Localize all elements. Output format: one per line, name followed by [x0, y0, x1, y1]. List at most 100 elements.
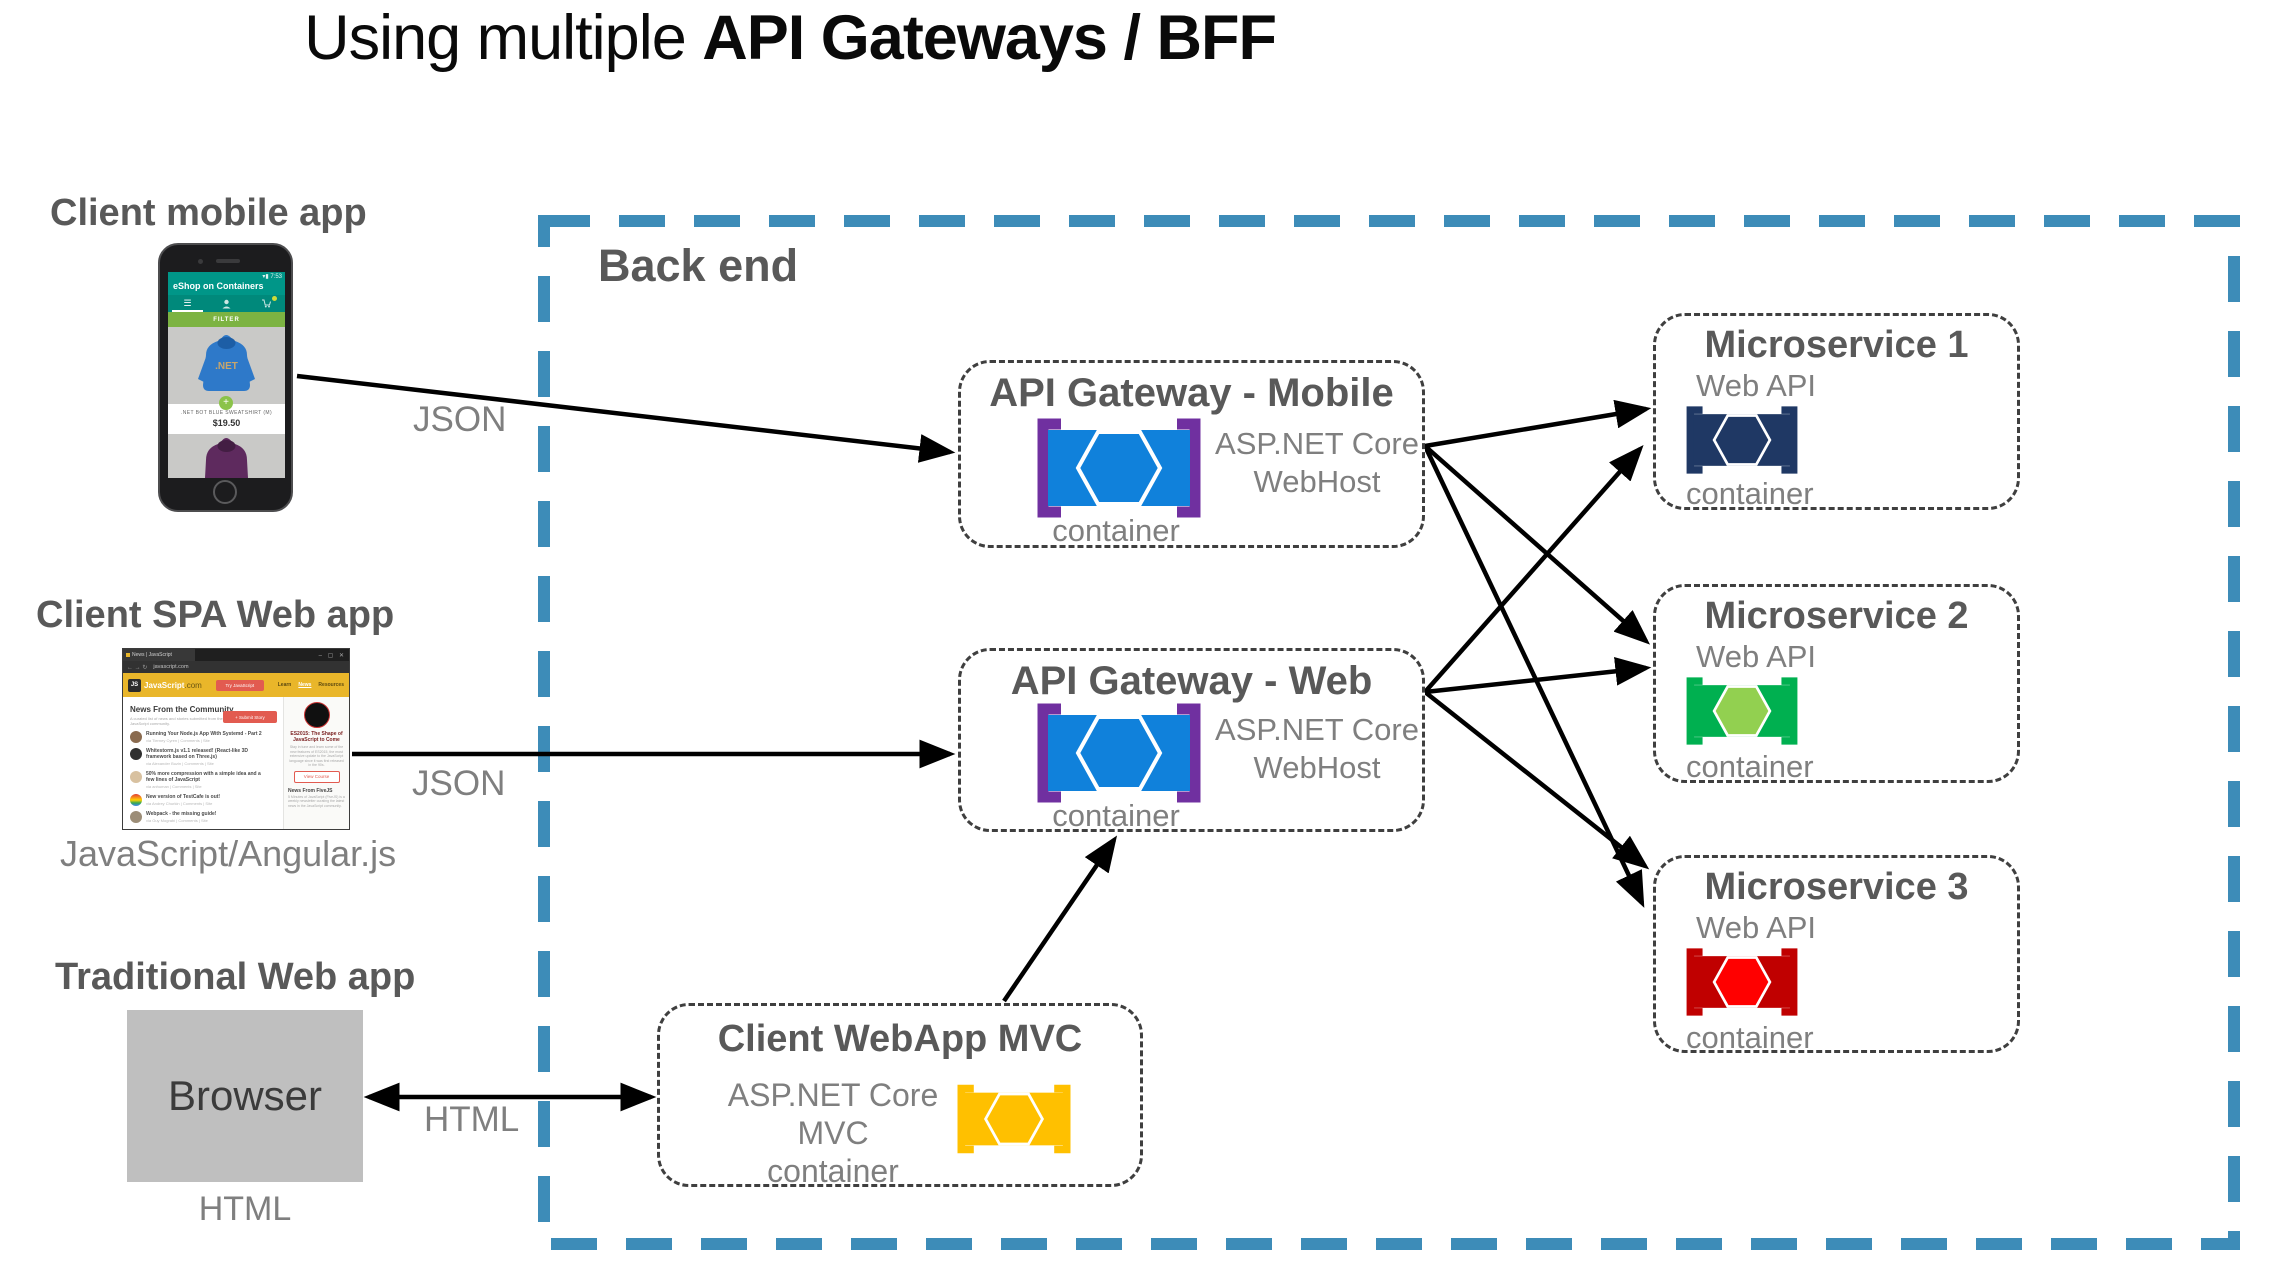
- story-item[interactable]: Whitestorm.js v1.1 released! (React-like…: [130, 748, 278, 766]
- cart-icon: [261, 299, 271, 308]
- filter-button[interactable]: FILTER: [168, 312, 285, 327]
- story-item[interactable]: Webpack - the missing guide! via Guy Mog…: [130, 811, 278, 823]
- cart-tab[interactable]: [246, 295, 285, 312]
- story-title: 50% more compression with a simple idea …: [146, 771, 261, 783]
- view-course-button[interactable]: View Course: [293, 770, 340, 783]
- gateway-web-title: API Gateway - Web: [1010, 659, 1373, 703]
- web-api-label: Web API: [1696, 639, 1817, 674]
- microservice-3-box: Microservice 3 Web API container: [1653, 855, 2020, 1055]
- site-name: JavaScript.com: [144, 680, 202, 690]
- backend-boundary: [538, 215, 2240, 1250]
- nav-link-learn[interactable]: Learn: [277, 682, 292, 688]
- story-title: New version of TestCafe is out!: [146, 794, 221, 800]
- api-gateway-mobile-box: API Gateway - Mobile container ASP.NET C…: [958, 360, 1425, 548]
- arrow-mobile-to-gateway-mobile: [296, 373, 956, 463]
- course-logo: [303, 702, 330, 728]
- add-to-cart-button[interactable]: +: [219, 396, 233, 410]
- story-title: Webpack - the missing guide!: [146, 811, 217, 817]
- menu-tab[interactable]: ☰: [168, 295, 207, 312]
- container-icon: [1686, 677, 1798, 745]
- mvc-title: Client WebApp MVC: [717, 1018, 1083, 1060]
- microservice-2-box: Microservice 2 Web API container: [1653, 584, 2020, 784]
- submit-story-button[interactable]: + Submit Story: [223, 711, 277, 723]
- microservice-1-box: Microservice 1 Web API container: [1653, 313, 2020, 511]
- blue-hoodie-image: .NET: [198, 335, 255, 391]
- nav-link-resources[interactable]: Resources: [318, 682, 344, 688]
- story-title: Running Your Node.js App With Systemd - …: [146, 731, 262, 737]
- microservice-3-title: Microservice 3: [1704, 866, 1969, 908]
- arrow-gwweb-to-ms3: [1423, 690, 1650, 870]
- avatar: [130, 811, 142, 823]
- course-title: ES2015: The Shape of JavaScript to Come: [290, 731, 343, 743]
- browser-address-bar: ← → ↻ javascript.com: [123, 661, 349, 673]
- arrow-gwweb-to-ms1: [1423, 444, 1644, 694]
- url-text[interactable]: javascript.com: [153, 664, 189, 670]
- client-spa-label: Client SPA Web app: [36, 594, 395, 636]
- course-text: Stay in tune and learn some of the new f…: [289, 745, 344, 767]
- mobile-phone: ▾▮ 7:53 eShop on Containers ☰ FILTER: [158, 243, 293, 512]
- phone-app-title: eShop on Containers: [173, 281, 264, 291]
- story-meta: via Tierney Cyren | Comments | Site: [146, 738, 210, 743]
- js-logo: JS: [128, 678, 141, 692]
- profile-tab[interactable]: [207, 295, 246, 312]
- phone-app-header: ▾▮ 7:53 eShop on Containers: [168, 272, 285, 295]
- news-column: News From the Community A curated list o…: [123, 697, 283, 829]
- microservice-2-title: Microservice 2: [1704, 595, 1969, 637]
- microservice-1-title: Microservice 1: [1704, 324, 1969, 366]
- client-mobile-label: Client mobile app: [50, 192, 367, 234]
- phone-camera-icon: [198, 259, 203, 264]
- story-item[interactable]: Running Your Node.js App With Systemd - …: [130, 731, 278, 743]
- json-label-spa: JSON: [412, 764, 506, 803]
- arrow-gwmobile-to-ms3: [1422, 445, 1645, 908]
- story-meta: via Alexander Buzin | Comments | Site: [146, 761, 214, 766]
- tab-title: News | JavaScript: [132, 652, 172, 658]
- nav-arrows-icon[interactable]: ← → ↻: [127, 664, 148, 671]
- phone-speaker-icon: [216, 259, 240, 263]
- container-label: container: [1052, 513, 1180, 548]
- spa-browser-window: News | JavaScript – ▢ ✕ ← → ↻ javascript…: [122, 648, 350, 830]
- story-item[interactable]: 50% more compression with a simple idea …: [130, 771, 278, 789]
- container-icon: [1686, 406, 1798, 474]
- html-under-browser-label: HTML: [198, 1190, 292, 1228]
- browser-box-label: Browser: [167, 1072, 323, 1119]
- json-label-mobile: JSON: [413, 400, 507, 439]
- hamburger-icon: ☰: [183, 298, 192, 308]
- container-icon: [957, 1084, 1071, 1154]
- html-arrow-label: HTML: [424, 1100, 520, 1139]
- active-tab-indicator: [172, 310, 203, 312]
- container-label: container: [1052, 798, 1180, 833]
- arrow-gwmobile-to-ms2: [1423, 444, 1651, 645]
- avatar: [130, 748, 142, 760]
- site-body: News From the Community A curated list o…: [123, 697, 349, 829]
- story-item[interactable]: New version of TestCafe is out! via Andr…: [130, 794, 278, 806]
- container-label: container: [1686, 1020, 1814, 1055]
- nav-link-news[interactable]: News: [298, 682, 312, 688]
- site-header: JS JavaScript.com Try JavaScript Learn N…: [123, 673, 349, 697]
- phone-home-button[interactable]: [213, 480, 237, 504]
- story-title: Whitestorm.js v1.1 released! (React-like…: [146, 748, 248, 760]
- traditional-label: Traditional Web app: [55, 956, 416, 998]
- favicon: [126, 653, 130, 657]
- fivejs-heading: News From FiveJS: [288, 787, 333, 794]
- svg-text:.NET: .NET: [215, 361, 238, 372]
- api-gateway-web-box: API Gateway - Web container ASP.NET Core…: [958, 648, 1425, 833]
- try-javascript-button[interactable]: Try JavaScript: [215, 679, 264, 691]
- arrow-gwmobile-to-ms1: [1424, 399, 1652, 449]
- container-icon: [1037, 418, 1201, 518]
- browser-tab[interactable]: News | JavaScript: [123, 649, 195, 661]
- page-title: Using multiple API Gateways / BFF: [304, 3, 1277, 73]
- cart-badge: [272, 296, 277, 301]
- product-photo: .NET: [168, 327, 285, 404]
- backend-label: Back end: [598, 240, 799, 291]
- container-icon: [1686, 948, 1798, 1016]
- site-nav: Learn News Resources: [278, 682, 344, 688]
- phone-tab-bar: ☰: [168, 295, 285, 312]
- window-controls-icon[interactable]: – ▢ ✕: [318, 652, 346, 659]
- container-label: container: [1686, 476, 1814, 511]
- container-icon: [1037, 703, 1201, 803]
- fivejs-text: 5 Minutes of JavaScript (FiveJS) is a we…: [288, 794, 345, 808]
